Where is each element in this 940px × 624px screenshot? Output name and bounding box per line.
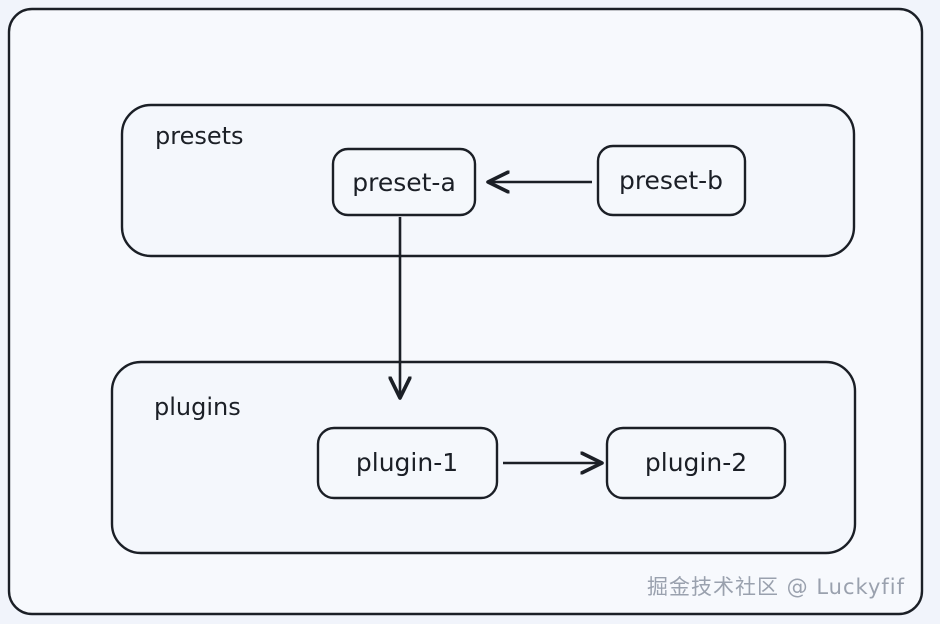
node-preset-a[interactable]: preset-a [331,147,477,217]
node-plugin-1-box [316,426,499,500]
node-plugin-2[interactable]: plugin-2 [605,426,787,500]
node-plugin-1-label: plugin-1 [356,448,458,477]
watermark-label: 掘金技术社区 @ Luckyfif [647,575,905,599]
node-preset-a-label: preset-a [352,168,456,197]
node-preset-b[interactable]: preset-b [596,144,747,217]
node-preset-b-label: preset-b [619,166,723,195]
cluster-presets-label: presets [155,122,244,150]
node-plugin-2-box [605,426,787,500]
node-preset-a-box [331,147,477,217]
node-plugin-2-label: plugin-2 [645,448,747,477]
node-plugin-1[interactable]: plugin-1 [316,426,499,500]
node-preset-b-box [596,144,747,217]
cluster-plugins-label: plugins [154,393,241,421]
